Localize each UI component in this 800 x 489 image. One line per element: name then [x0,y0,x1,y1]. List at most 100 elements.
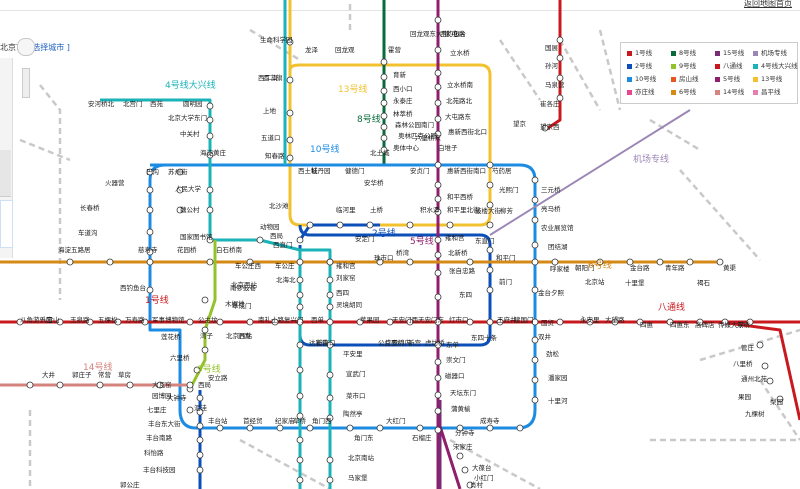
station-marker[interactable] [206,132,214,140]
station-marker[interactable] [296,258,304,266]
station-marker[interactable] [434,16,442,24]
station-marker[interactable] [206,151,214,159]
station-marker[interactable] [716,258,724,266]
station-marker[interactable] [516,424,524,432]
station-marker[interactable] [486,286,494,294]
station-marker[interactable] [486,318,494,326]
station-marker[interactable] [380,112,388,120]
station-marker[interactable] [56,318,64,326]
legend-item[interactable]: 房山线 [671,73,699,83]
legend-item[interactable]: 5号线 [715,73,740,83]
station-marker[interactable] [296,366,304,374]
station-marker[interactable] [296,318,304,326]
station-marker[interactable] [206,116,214,124]
station-marker[interactable] [486,266,494,274]
line-4-south[interactable] [300,248,332,489]
station-marker[interactable] [434,46,442,54]
station-marker[interactable] [366,221,374,229]
station-marker[interactable] [286,136,294,144]
station-marker[interactable] [206,186,214,194]
station-marker[interactable] [26,381,34,389]
station-marker[interactable] [286,109,294,117]
station-marker[interactable] [146,168,154,176]
station-marker[interactable] [326,303,334,311]
station-marker[interactable] [556,318,564,326]
station-marker[interactable] [466,481,474,489]
station-marker[interactable] [276,424,284,432]
station-marker[interactable] [296,456,304,464]
station-marker[interactable] [456,424,464,432]
station-marker[interactable] [146,228,154,236]
station-marker[interactable] [196,394,204,402]
station-marker[interactable] [86,318,94,326]
station-marker[interactable] [296,276,304,284]
station-marker[interactable] [141,318,149,326]
station-marker[interactable] [380,58,388,66]
station-marker[interactable] [286,76,294,84]
station-marker[interactable] [721,318,729,326]
side-panel-tab-active[interactable] [0,200,13,248]
station-marker[interactable] [306,424,314,432]
station-marker[interactable] [761,362,769,370]
station-marker[interactable] [146,186,154,194]
legend-item[interactable]: 9号线 [671,60,696,70]
legend-item[interactable]: 10号线 [627,73,656,83]
station-marker[interactable] [326,414,334,422]
legend-item[interactable]: 4号线大兴线 [753,60,798,70]
station-marker[interactable] [16,318,24,326]
station-marker[interactable] [380,146,388,154]
station-marker[interactable] [486,221,494,229]
station-marker[interactable] [56,381,64,389]
legend-item[interactable]: 2号线 [627,60,652,70]
station-marker[interactable] [531,196,539,204]
station-marker[interactable] [146,206,154,214]
station-marker[interactable] [434,407,442,415]
station-marker[interactable] [201,326,209,334]
station-marker[interactable] [296,341,304,349]
station-marker[interactable] [186,381,194,389]
station-marker[interactable] [456,452,464,460]
station-marker[interactable] [434,208,442,216]
station-marker[interactable] [434,341,442,349]
station-marker[interactable] [326,276,334,284]
station-marker[interactable] [406,318,414,326]
legend-item[interactable]: 1号线 [627,47,652,57]
station-marker[interactable] [531,286,539,294]
station-marker[interactable] [466,318,474,326]
station-marker[interactable] [531,176,539,184]
station-marker[interactable] [531,336,539,344]
station-marker[interactable] [696,318,704,326]
legend-item[interactable]: 14号线 [715,86,744,96]
station-marker[interactable] [246,258,254,266]
legend-item[interactable]: 15号线 [715,47,744,57]
station-marker[interactable] [380,73,388,81]
legend-item[interactable]: 亦庄线 [627,86,655,96]
station-marker[interactable] [766,377,774,385]
side-panel-tab[interactable] [0,150,11,197]
station-marker[interactable] [556,36,564,44]
station-marker[interactable] [434,358,442,366]
station-marker[interactable] [296,291,304,299]
station-marker[interactable] [380,134,388,142]
station-marker[interactable] [246,424,254,432]
yizhuang-route[interactable] [436,419,462,489]
station-marker[interactable] [176,186,184,194]
batong-route[interactable] [719,320,800,421]
station-marker[interactable] [306,221,314,229]
station-marker[interactable] [186,318,194,326]
station-marker[interactable] [206,102,214,110]
station-marker[interactable] [434,161,442,169]
station-marker[interactable] [531,376,539,384]
station-marker[interactable] [196,436,204,444]
station-marker[interactable] [380,87,388,95]
station-marker[interactable] [434,115,442,123]
station-marker[interactable] [326,341,334,349]
station-marker[interactable] [176,168,184,176]
station-marker[interactable] [434,236,442,244]
station-marker[interactable] [556,54,564,62]
station-marker[interactable] [114,318,122,326]
station-marker[interactable] [531,396,539,404]
station-marker[interactable] [146,286,154,294]
airport-express-route[interactable] [489,109,691,236]
station-marker[interactable] [216,318,224,326]
